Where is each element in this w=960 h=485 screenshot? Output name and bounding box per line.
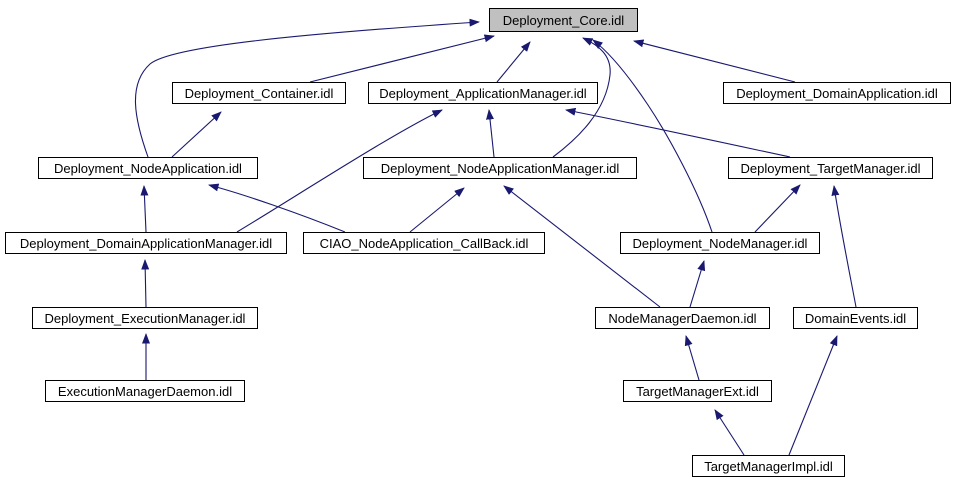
node-deployment-nodemanager[interactable]: Deployment_NodeManager.idl bbox=[620, 232, 820, 254]
edge-nodemanagerdaemon-to-nodemanager bbox=[689, 260, 706, 308]
edge-targetmanagerext-to-nodemanagerdaemon bbox=[684, 335, 700, 381]
edge-domainapplicationmanager-to-applicationmanager bbox=[236, 109, 443, 233]
node-deployment-domainapplicationmanager[interactable]: Deployment_DomainApplicationManager.idl bbox=[5, 232, 287, 254]
edge-nodemanager-to-targetmanager bbox=[754, 184, 801, 233]
node-nodemanagerdaemon[interactable]: NodeManagerDaemon.idl bbox=[595, 307, 770, 329]
node-deployment-nodeapplication[interactable]: Deployment_NodeApplication.idl bbox=[38, 157, 258, 179]
node-deployment-nodeapplicationmanager[interactable]: Deployment_NodeApplicationManager.idl bbox=[363, 157, 637, 179]
edge-container-to-core bbox=[309, 34, 495, 83]
edge-targetmanagerimpl-to-targetmanagerext bbox=[714, 409, 745, 456]
edge-nodeapplicationmanager-to-applicationmanager bbox=[486, 109, 495, 158]
edge-applicationmanager-to-core bbox=[496, 41, 531, 83]
node-targetmanagerext[interactable]: TargetManagerExt.idl bbox=[623, 380, 772, 402]
edge-executionmanager-to-domainapplicationmanager bbox=[141, 259, 150, 308]
edge-domainapplication-to-core bbox=[633, 39, 796, 83]
node-ciao-nodeapplication-callback[interactable]: CIAO_NodeApplication_CallBack.idl bbox=[303, 232, 545, 254]
edge-callback-to-nodeapplication bbox=[208, 183, 346, 233]
edge-domainapplicationmanager-to-nodeapplication bbox=[140, 185, 149, 233]
node-deployment-applicationmanager[interactable]: Deployment_ApplicationManager.idl bbox=[368, 82, 598, 104]
node-deployment-container[interactable]: Deployment_Container.idl bbox=[172, 82, 346, 104]
node-deployment-executionmanager[interactable]: Deployment_ExecutionManager.idl bbox=[32, 307, 258, 329]
edge-nodemanager-to-core bbox=[592, 39, 713, 233]
edge-nodeapplication-to-core bbox=[134, 18, 480, 158]
node-deployment-core: Deployment_Core.idl bbox=[489, 8, 638, 32]
node-executionmanagerdaemon[interactable]: ExecutionManagerDaemon.idl bbox=[45, 380, 245, 402]
edge-callback-to-nodeapplicationmanager bbox=[409, 187, 465, 233]
node-deployment-targetmanager[interactable]: Deployment_TargetManager.idl bbox=[728, 157, 933, 179]
edge-targetmanager-to-applicationmanager bbox=[565, 107, 791, 158]
edge-domainevents-to-targetmanager bbox=[831, 185, 857, 308]
node-domainevents[interactable]: DomainEvents.idl bbox=[793, 307, 918, 329]
edge-nodeapplication-to-container bbox=[171, 111, 222, 158]
edge-nodemanagerdaemon-to-nodeapplicationmanager bbox=[503, 185, 661, 308]
edge-targetmanagerimpl-to-domainevents bbox=[788, 335, 838, 456]
node-deployment-domainapplication[interactable]: Deployment_DomainApplication.idl bbox=[723, 82, 951, 104]
node-targetmanagerimpl[interactable]: TargetManagerImpl.idl bbox=[692, 455, 845, 477]
